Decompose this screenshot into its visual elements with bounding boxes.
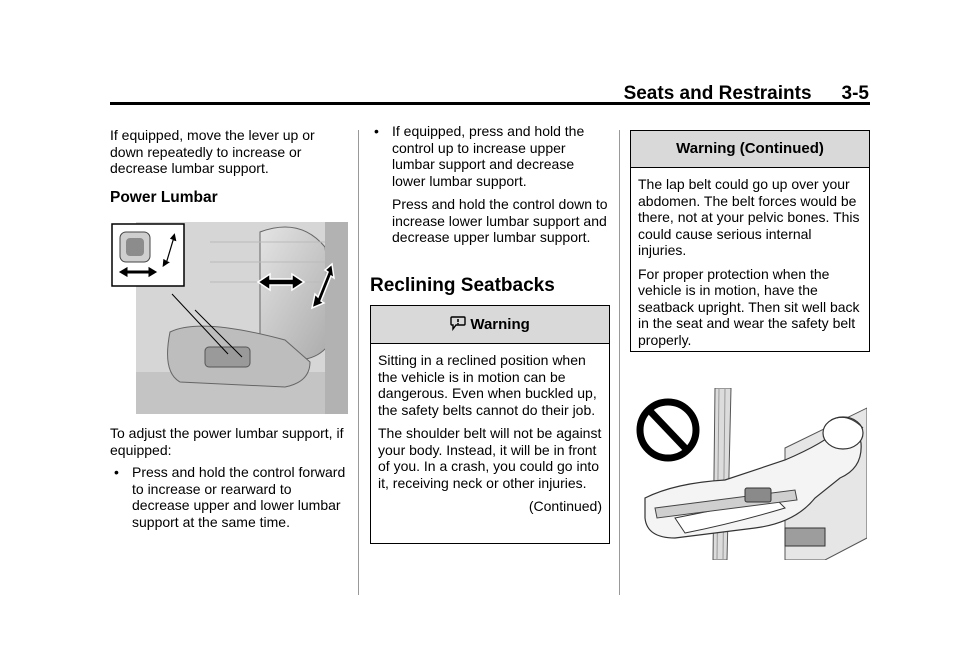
continued-label: (Continued) <box>528 498 602 514</box>
power-lumbar-heading: Power Lumbar <box>110 188 218 206</box>
lever-intro-text: If equipped, move the lever up or down r… <box>110 127 315 176</box>
column-1-lower: To adjust the power lumbar support, if e… <box>110 425 348 530</box>
column-divider <box>619 130 620 595</box>
warning-header: Warning <box>371 306 609 344</box>
list-item-text: If equipped, press and hold the control … <box>392 123 585 189</box>
warning-continued-box: Warning (Continued) The lap belt could g… <box>630 130 870 352</box>
page-number: 3-5 <box>841 83 869 104</box>
section-title: Seats and Restraints <box>623 83 812 104</box>
column-divider <box>358 130 359 595</box>
prohibited-icon <box>636 398 700 462</box>
power-lumbar-illustration <box>110 222 348 414</box>
reclining-seatbacks-heading: Reclining Seatbacks <box>370 275 555 296</box>
warning-box: Warning Sitting in a reclined position w… <box>370 305 610 544</box>
bullet-icon: • <box>114 464 119 480</box>
column-2: • If equipped, press and hold the contro… <box>370 123 610 246</box>
warning-paragraph: The lap belt could go up over your abdom… <box>638 176 860 258</box>
bullet-icon: • <box>374 123 379 139</box>
reclined-occupant-illustration <box>635 387 868 561</box>
warning-body: The lap belt could go up over your abdom… <box>631 168 869 361</box>
warning-paragraph: For proper protection when the vehicle i… <box>638 265 860 348</box>
page-header: Seats and Restraints 3-5 <box>617 83 869 105</box>
adjust-instruction: To adjust the power lumbar support, if e… <box>110 425 344 458</box>
warning-header: Warning (Continued) <box>631 131 869 168</box>
warning-body: Sitting in a reclined position when the … <box>371 344 609 528</box>
list-item-continuation: Press and hold the control down to incre… <box>392 196 608 245</box>
list-item: • Press and hold the control forward to … <box>110 464 348 530</box>
warning-symbol-icon <box>450 316 470 333</box>
warning-title: Warning <box>470 316 530 333</box>
list-item: • If equipped, press and hold the contro… <box>370 123 610 189</box>
warning-paragraph: The shoulder belt will not be against yo… <box>378 425 602 491</box>
header-rule <box>110 102 870 105</box>
list-item-text: Press and hold the control forward to in… <box>132 464 346 530</box>
warning-paragraph: Sitting in a reclined position when the … <box>378 352 597 418</box>
column-1: If equipped, move the lever up or down r… <box>110 127 348 206</box>
